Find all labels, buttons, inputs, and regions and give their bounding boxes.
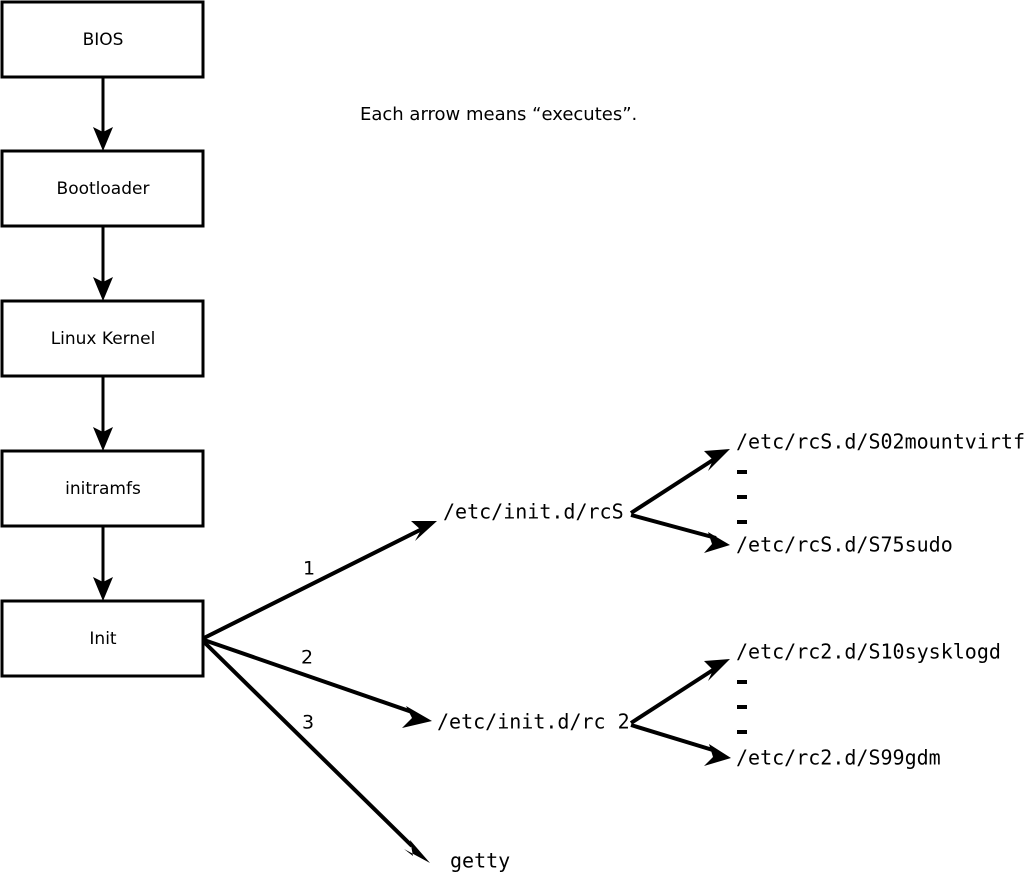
edge-label-branch-3: 3 bbox=[302, 712, 314, 734]
arrow-head bbox=[93, 127, 113, 151]
stage-box-label: initramfs bbox=[65, 479, 141, 499]
node-label-getty[interactable]: getty bbox=[450, 849, 510, 873]
stage-box-label: Init bbox=[89, 629, 117, 649]
arrow-rc2-to-first-script bbox=[629, 659, 730, 725]
arrow-shaft bbox=[629, 456, 718, 515]
arrow-shaft bbox=[202, 640, 414, 848]
ellipsis-rcs bbox=[737, 470, 747, 524]
stage-box-initramfs[interactable]: initramfs bbox=[0, 449, 205, 528]
arrow-shaft bbox=[629, 666, 718, 725]
script-label-rcs-first[interactable]: /etc/rcS.d/S02mountvirtfs bbox=[736, 430, 1024, 454]
arrow-head bbox=[93, 277, 113, 301]
arrow-head bbox=[411, 521, 437, 541]
stage-box-init[interactable]: Init bbox=[0, 599, 205, 678]
node-label-init-d-rcs[interactable]: /etc/init.d/rcS bbox=[443, 500, 624, 524]
arrow-head bbox=[704, 659, 730, 681]
stage-box-rect bbox=[0, 449, 205, 528]
arrow-initramfs-to-init bbox=[93, 526, 113, 601]
arrow-bootloader-to-linux-kernel bbox=[93, 226, 113, 301]
script-label-rc2-first[interactable]: /etc/rc2.d/S10sysklogd bbox=[736, 640, 1001, 664]
script-label-rc2-last[interactable]: /etc/rc2.d/S99gdm bbox=[736, 746, 941, 770]
arrow-head bbox=[93, 427, 113, 451]
ellipsis-rc2 bbox=[737, 680, 747, 734]
arrow-head bbox=[704, 532, 730, 553]
ellipsis-dash bbox=[737, 680, 747, 684]
node-label-init-d-rc2[interactable]: /etc/init.d/rc 2 bbox=[437, 710, 630, 734]
edge-label-branch-1: 1 bbox=[303, 558, 315, 580]
stage-box-bootloader[interactable]: Bootloader bbox=[0, 149, 205, 228]
arrow-head bbox=[93, 577, 113, 601]
edge-label-branch-2: 2 bbox=[301, 647, 313, 669]
stage-box-label: Bootloader bbox=[57, 179, 150, 199]
stage-box-rect bbox=[0, 149, 205, 228]
stage-box-label: BIOS bbox=[83, 30, 124, 50]
arrow-head bbox=[704, 449, 730, 471]
ellipsis-dash bbox=[737, 495, 747, 499]
stage-box-label: Linux Kernel bbox=[51, 329, 156, 349]
ellipsis-dash bbox=[737, 470, 747, 474]
script-label-rcs-last[interactable]: /etc/rcS.d/S75sudo bbox=[736, 533, 953, 557]
stage-box-linux-kernel[interactable]: Linux Kernel bbox=[0, 299, 205, 378]
ellipsis-dash bbox=[737, 520, 747, 524]
arrow-bios-to-bootloader bbox=[93, 77, 113, 151]
arrow-shaft bbox=[203, 638, 413, 714]
arrow-head bbox=[704, 744, 731, 766]
arrow-rcs-to-first-script bbox=[629, 449, 730, 515]
arrow-init-branch-1 bbox=[203, 521, 437, 640]
arrow-head bbox=[404, 840, 430, 863]
arrow-init-branch-3 bbox=[202, 640, 430, 863]
stage-box-rect bbox=[0, 599, 205, 678]
stage-box-bios[interactable]: BIOS bbox=[0, 0, 205, 79]
arrow-shaft bbox=[203, 526, 425, 640]
ellipsis-dash bbox=[737, 730, 747, 734]
arrow-init-branch-2 bbox=[203, 638, 432, 728]
arrow-head bbox=[402, 706, 432, 728]
arrow-linux-kernel-to-initramfs bbox=[93, 376, 113, 451]
arrow-shaft bbox=[630, 513, 717, 540]
arrow-rc2-to-last-script bbox=[630, 723, 731, 766]
stage-box-rect bbox=[0, 0, 205, 79]
ellipsis-dash bbox=[737, 705, 747, 709]
diagram-caption: Each arrow means “executes”. bbox=[360, 104, 637, 125]
arrow-rcs-to-last-script bbox=[630, 513, 730, 553]
arrow-shaft bbox=[630, 723, 717, 753]
